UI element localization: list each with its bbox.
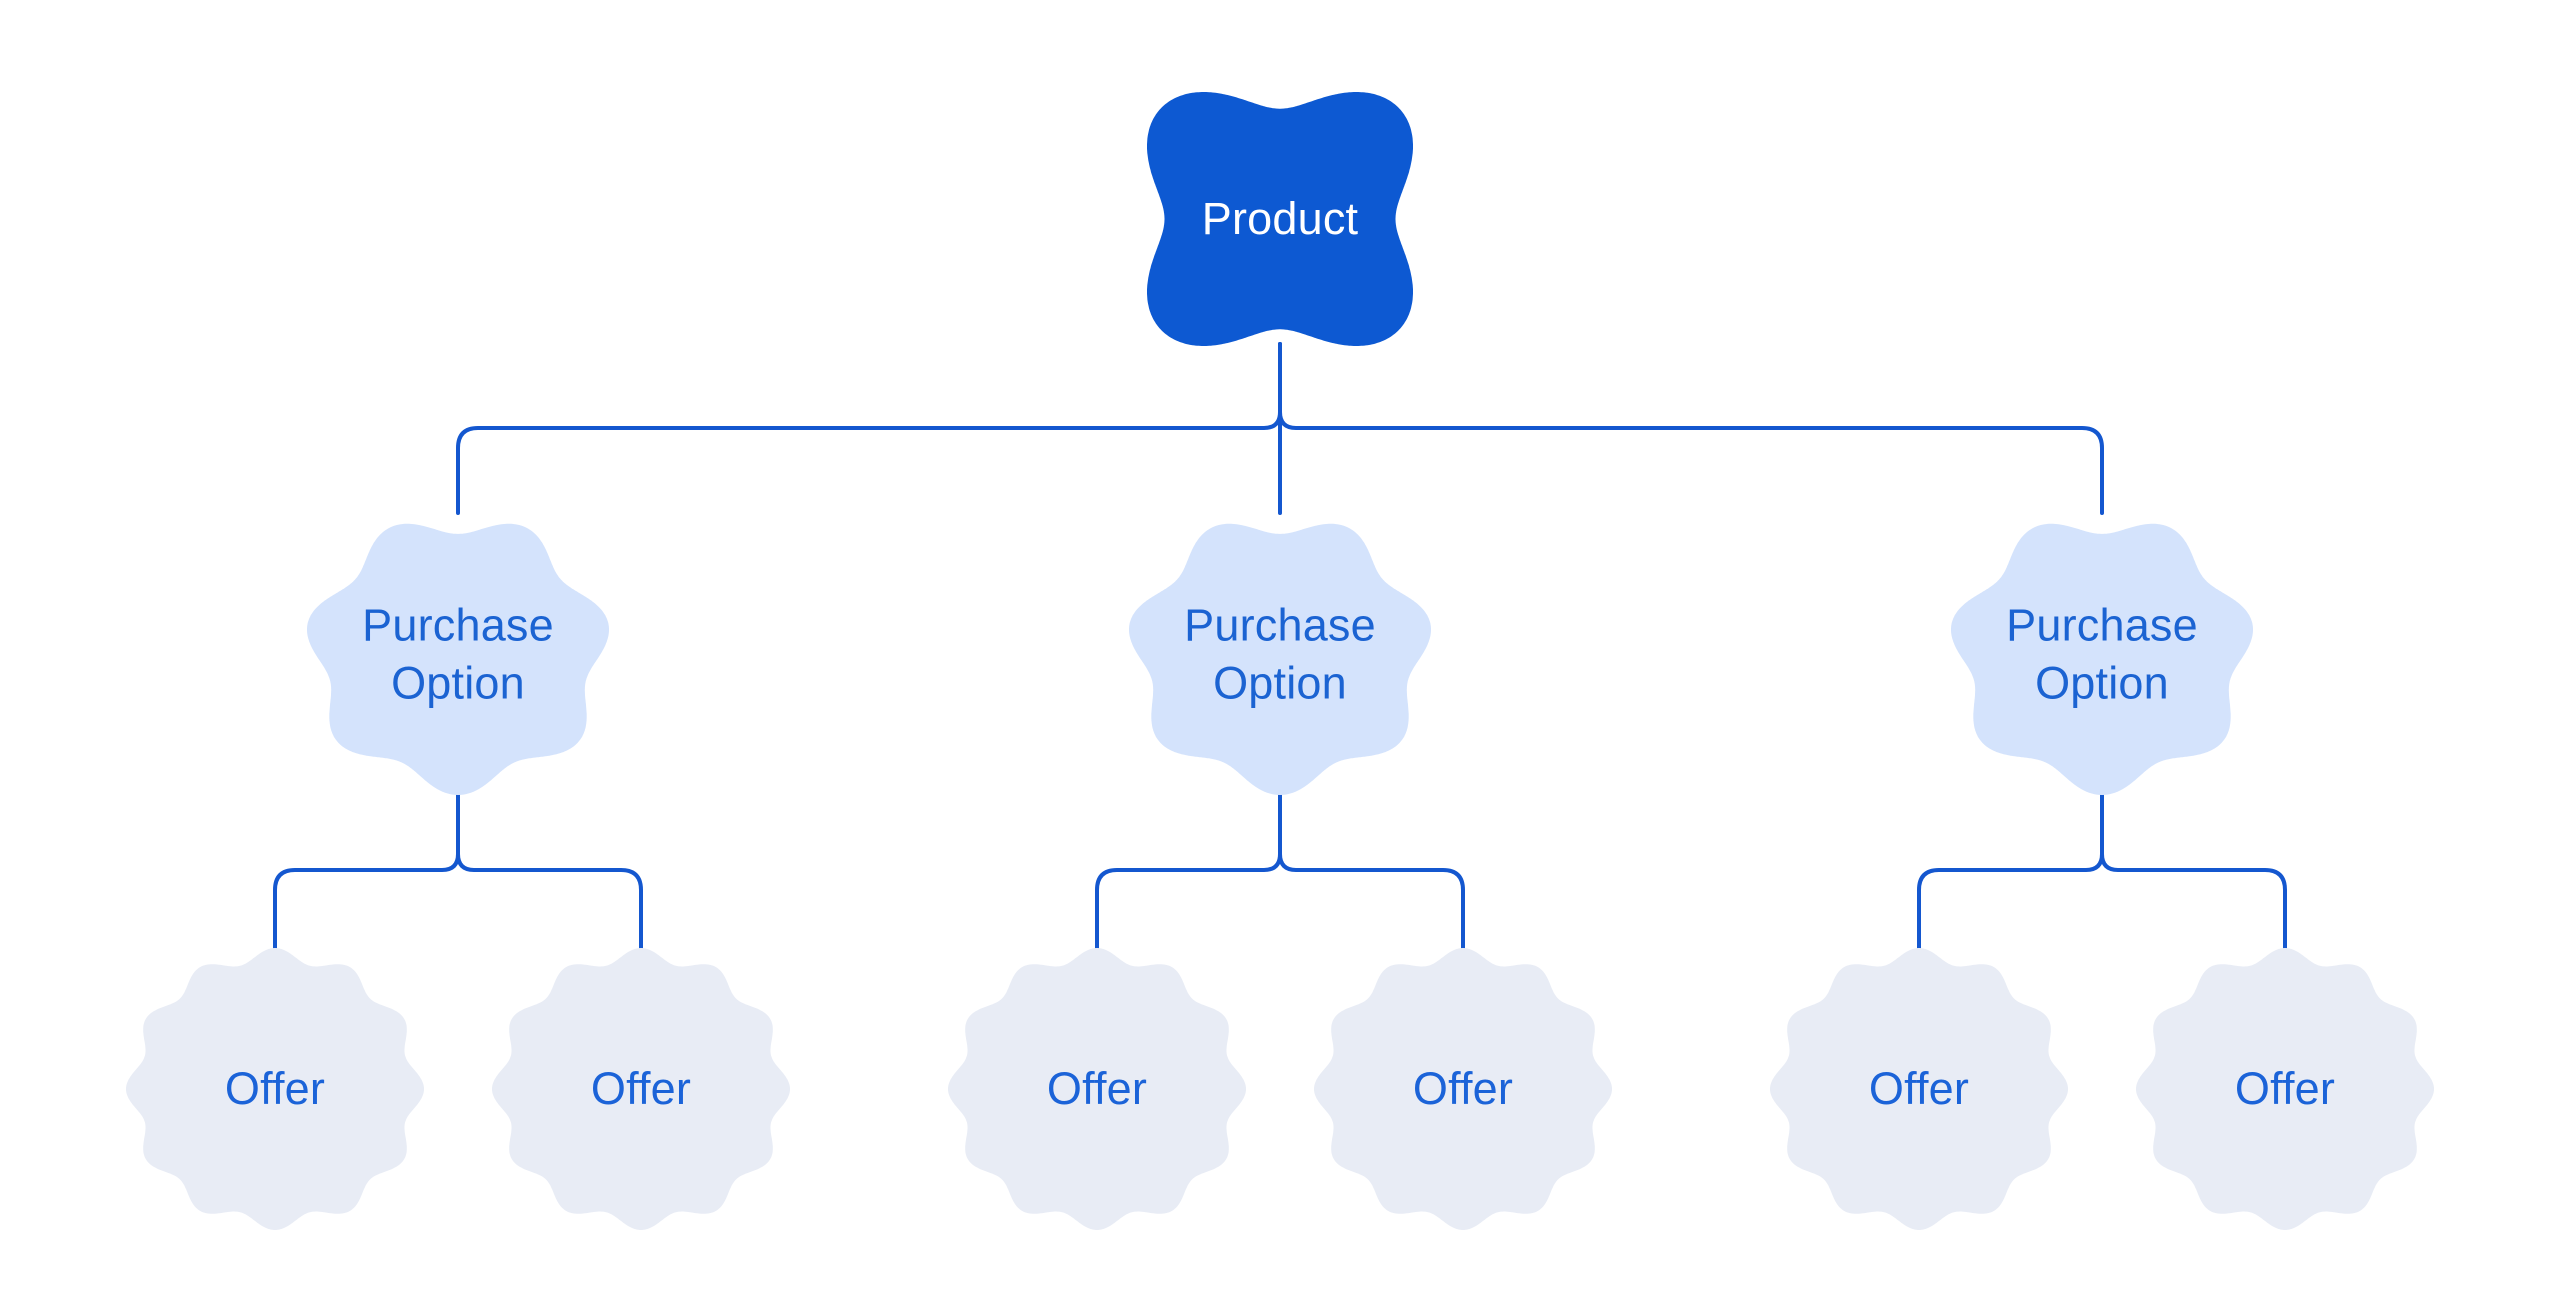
purchase-option-node-shape [1951,523,2253,795]
node-shapes [126,92,2434,1230]
offer-node-shape [1314,948,1612,1230]
connector-line [1278,792,1465,952]
offer-node-shape [2136,948,2434,1230]
purchase-option-node-shape [307,523,609,795]
connector-line [456,342,1282,515]
connector-line [273,792,460,952]
connector-line [1095,792,1282,952]
connector-line [1917,792,2104,952]
offer-node-shape [126,948,424,1230]
connector-lines [273,342,2287,952]
offer-node-shape [492,948,790,1230]
offer-node-shape [948,948,1246,1230]
connector-line [1278,342,2104,515]
purchase-option-node-shape [1129,523,1431,795]
offer-node-shape [1770,948,2068,1230]
product-node-shape [1147,92,1413,346]
connector-line [456,792,643,952]
connector-line [2100,792,2287,952]
